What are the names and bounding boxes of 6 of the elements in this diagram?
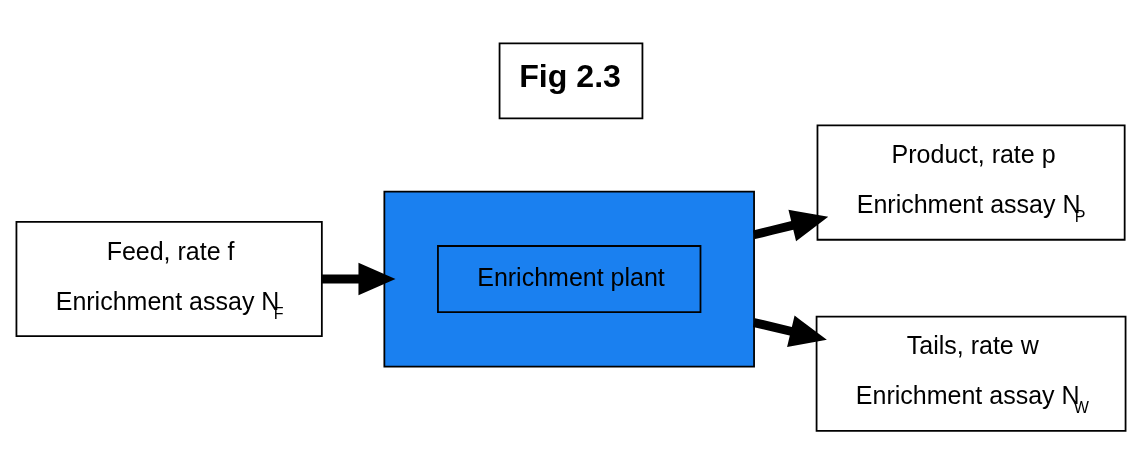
cluster: [383, 190, 755, 368]
arrow: [753, 315, 827, 348]
node-box: Enrichment plant: [437, 245, 702, 313]
arrow: [753, 209, 829, 242]
diagram-title: Fig 2.3: [519, 57, 621, 94]
arrow: [321, 262, 396, 296]
